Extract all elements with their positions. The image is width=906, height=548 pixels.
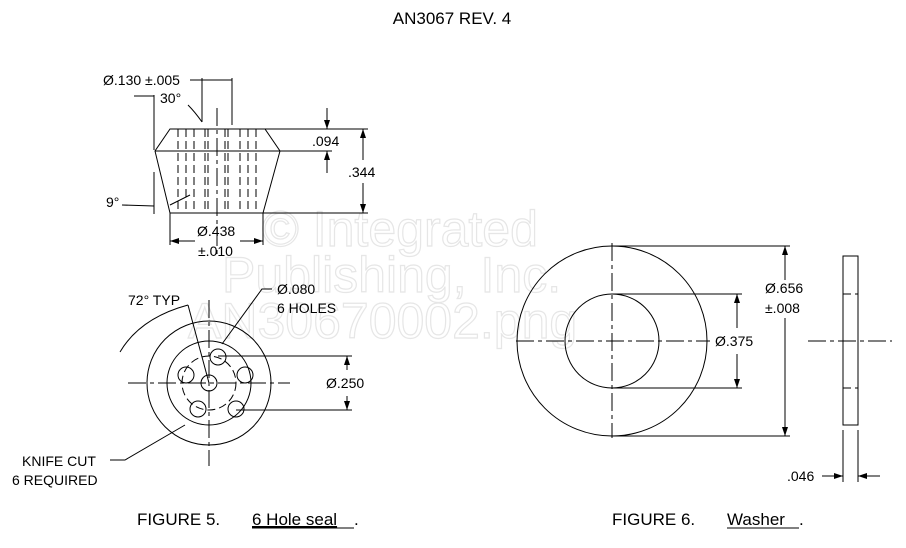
figure5-caption-prefix: FIGURE 5.	[137, 510, 220, 529]
figure6-caption-suffix: .	[799, 510, 804, 529]
dim-angle-typ: 72° TYP	[128, 292, 180, 308]
dim-total-height: .344	[348, 164, 375, 180]
dim-base-dia: Ø.438	[197, 223, 235, 239]
dim-base-tol: ±.010	[198, 243, 233, 259]
watermark-line-1: © Integrated	[262, 201, 538, 257]
dim-top-height: .094	[312, 133, 339, 149]
note-knife-cut: KNIFE CUT	[22, 453, 96, 469]
figure6-caption-name: Washer	[727, 510, 785, 529]
dim-bolt-dia: Ø.250	[326, 375, 364, 391]
watermark-line-2: Publishing, Inc.	[222, 247, 561, 303]
dim-angle-top: 30°	[160, 90, 181, 106]
dim-outer-dia: Ø.656	[765, 280, 803, 296]
dim-angle-side: 9°	[106, 194, 119, 210]
watermark: © Integrated Publishing, Inc. AN30670002…	[187, 200, 577, 349]
dim-hole-count: 6 HOLES	[277, 300, 336, 316]
dim-small-hole: Ø.080	[277, 281, 315, 297]
note-knife-required: 6 REQUIRED	[12, 472, 98, 488]
figure5-caption-name: 6 Hole seal	[252, 510, 337, 529]
drawing-title: AN3067 REV. 4	[393, 9, 511, 28]
seal-side-view: Ø.130 ±.005 30° 9° .094 .344 Ø.438 ±.010	[103, 72, 375, 259]
dim-outer-tol: ±.008	[765, 300, 800, 316]
washer-side-view: .046	[787, 255, 892, 484]
dim-hole-dia: Ø.130 ±.005	[103, 72, 180, 88]
dim-inner-dia: Ø.375	[715, 333, 753, 349]
seal-top-view: 72° TYP Ø.080 6 HOLES Ø.250 KNIFE CUT 6 …	[12, 281, 364, 488]
washer-front-view: Ø.656 ±.008 Ø.375	[516, 243, 803, 438]
figure6-caption-prefix: FIGURE 6.	[612, 510, 695, 529]
figure5-caption-suffix: .	[354, 510, 359, 529]
dim-thickness: .046	[787, 468, 814, 484]
